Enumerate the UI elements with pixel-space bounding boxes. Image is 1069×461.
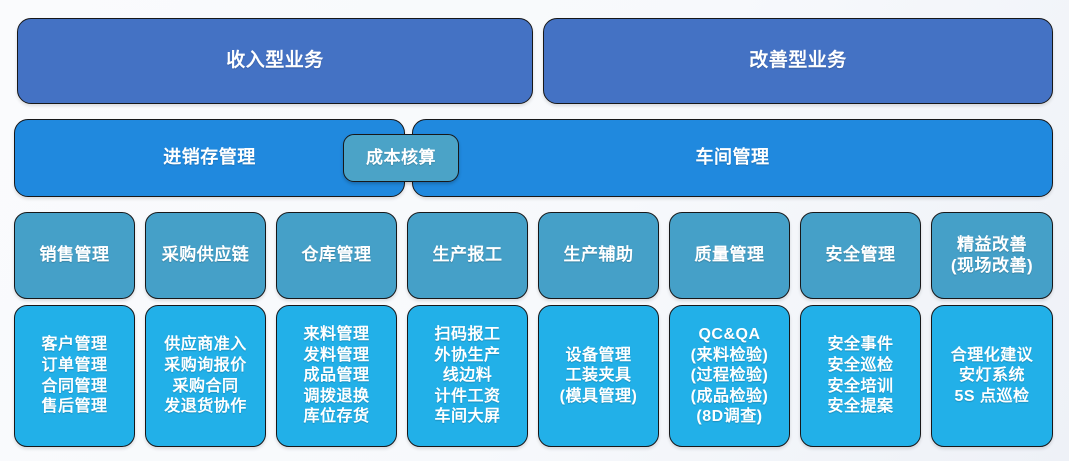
feature-card-safety-management[interactable]: 安全事件安全巡检安全培训安全提案 [800, 305, 921, 447]
module-card-sales-management[interactable]: 销售管理 [14, 212, 135, 299]
feature-item: (成品检验) [690, 387, 769, 405]
feature-item: (8D调查) [696, 408, 763, 426]
module-label-warehouse-management: 仓库管理 [301, 245, 372, 265]
feature-item: 安全提案 [827, 398, 894, 416]
revenue-business-card[interactable]: 收入型业务 [17, 18, 533, 104]
feature-item: 安灯系统 [958, 367, 1025, 385]
feature-list: 客户管理订单管理合同管理售后管理 [38, 335, 110, 416]
inventory-management-group-card[interactable]: 进销存管理 [14, 119, 405, 197]
feature-item: 采购询报价 [164, 356, 247, 374]
feature-card-warehouse-management[interactable]: 来料管理发料管理成品管理调拨退换库位存货 [276, 305, 397, 447]
feature-item: 成品管理 [303, 367, 370, 385]
feature-item: 发料管理 [303, 346, 370, 364]
feature-item: 合理化建议 [950, 346, 1034, 364]
revenue-business-label: 收入型业务 [226, 50, 324, 72]
module-label-purchasing-supply-chain: 采购供应链 [161, 245, 250, 265]
feature-item: 售后管理 [41, 398, 108, 416]
feature-card-production-reporting[interactable]: 扫码报工外协生产线边料计件工资车间大屏 [407, 305, 528, 447]
module-card-warehouse-management[interactable]: 仓库管理 [276, 212, 397, 299]
workshop-management-group-label: 车间管理 [695, 147, 770, 168]
inventory-management-group-label: 进销存管理 [163, 147, 256, 168]
module-label-production-support: 生产辅助 [563, 245, 634, 265]
module-label-safety-management: 安全管理 [825, 245, 896, 265]
module-card-production-support[interactable]: 生产辅助 [538, 212, 659, 299]
feature-list: 合理化建议安灯系统 5S 点巡检 [948, 346, 1037, 407]
feature-list: 设备管理工装夹具 (模具管理) [557, 346, 641, 407]
feature-list: 扫码报工外协生产线边料计件工资车间大屏 [431, 325, 503, 427]
improvement-business-label: 改善型业务 [749, 50, 847, 72]
module-card-quality-management[interactable]: 质量管理 [669, 212, 790, 299]
feature-item: (模具管理) [559, 387, 638, 405]
feature-item: 安全培训 [827, 377, 894, 395]
feature-item: 5S 点巡检 [954, 387, 1030, 405]
feature-item: 外协生产 [434, 346, 501, 364]
feature-list: 安全事件安全巡检安全培训安全提案 [824, 335, 896, 416]
feature-item: 安全巡检 [827, 356, 894, 374]
feature-list: QC&QA (来料检验) (过程检验) (成品检验) (8D调查) [688, 325, 772, 427]
feature-item: 安全事件 [827, 336, 894, 354]
feature-card-sales-management[interactable]: 客户管理订单管理合同管理售后管理 [14, 305, 135, 447]
feature-item: 客户管理 [41, 336, 108, 354]
module-card-lean-improvement[interactable]: 精益改善 (现场改善) [931, 212, 1053, 299]
feature-item: 车间大屏 [434, 408, 501, 426]
feature-item: 合同管理 [41, 377, 108, 395]
feature-item: (过程检验) [690, 367, 769, 385]
feature-item: 库位存货 [303, 408, 370, 426]
feature-card-purchasing-supply-chain[interactable]: 供应商准入采购询报价采购合同发退货协作 [145, 305, 266, 447]
module-label-quality-management: 质量管理 [694, 245, 765, 265]
cost-accounting-bridge-label: 成本核算 [366, 147, 436, 167]
module-label-lean-improvement: 精益改善 (现场改善) [950, 234, 1034, 275]
feature-item: 采购合同 [172, 377, 239, 395]
module-card-production-reporting[interactable]: 生产报工 [407, 212, 528, 299]
feature-card-lean-improvement[interactable]: 合理化建议安灯系统 5S 点巡检 [931, 305, 1053, 447]
feature-item: 扫码报工 [434, 326, 501, 344]
feature-list: 供应商准入采购询报价采购合同发退货协作 [161, 335, 250, 416]
feature-item: (来料检验) [690, 346, 769, 364]
feature-card-production-support[interactable]: 设备管理工装夹具 (模具管理) [538, 305, 659, 447]
feature-item: 供应商准入 [164, 336, 247, 354]
module-card-safety-management[interactable]: 安全管理 [800, 212, 921, 299]
feature-item: 订单管理 [41, 356, 108, 374]
feature-item: 设备管理 [565, 346, 632, 364]
module-label-production-reporting: 生产报工 [432, 245, 503, 265]
feature-list: 来料管理发料管理成品管理调拨退换库位存货 [300, 325, 372, 427]
improvement-business-card[interactable]: 改善型业务 [543, 18, 1053, 104]
module-card-purchasing-supply-chain[interactable]: 采购供应链 [145, 212, 266, 299]
feature-item: 发退货协作 [164, 398, 247, 416]
feature-item: 调拨退换 [303, 387, 370, 405]
feature-item: 工装夹具 [565, 367, 632, 385]
feature-item: 来料管理 [303, 326, 370, 344]
feature-card-quality-management[interactable]: QC&QA (来料检验) (过程检验) (成品检验) (8D调查) [669, 305, 790, 447]
feature-item: QC&QA [698, 326, 761, 344]
feature-item: 计件工资 [434, 387, 501, 405]
cost-accounting-bridge-card[interactable]: 成本核算 [343, 134, 459, 182]
workshop-management-group-card[interactable]: 车间管理 [412, 119, 1053, 197]
module-label-sales-management: 销售管理 [39, 245, 110, 265]
feature-item: 线边料 [442, 367, 493, 385]
